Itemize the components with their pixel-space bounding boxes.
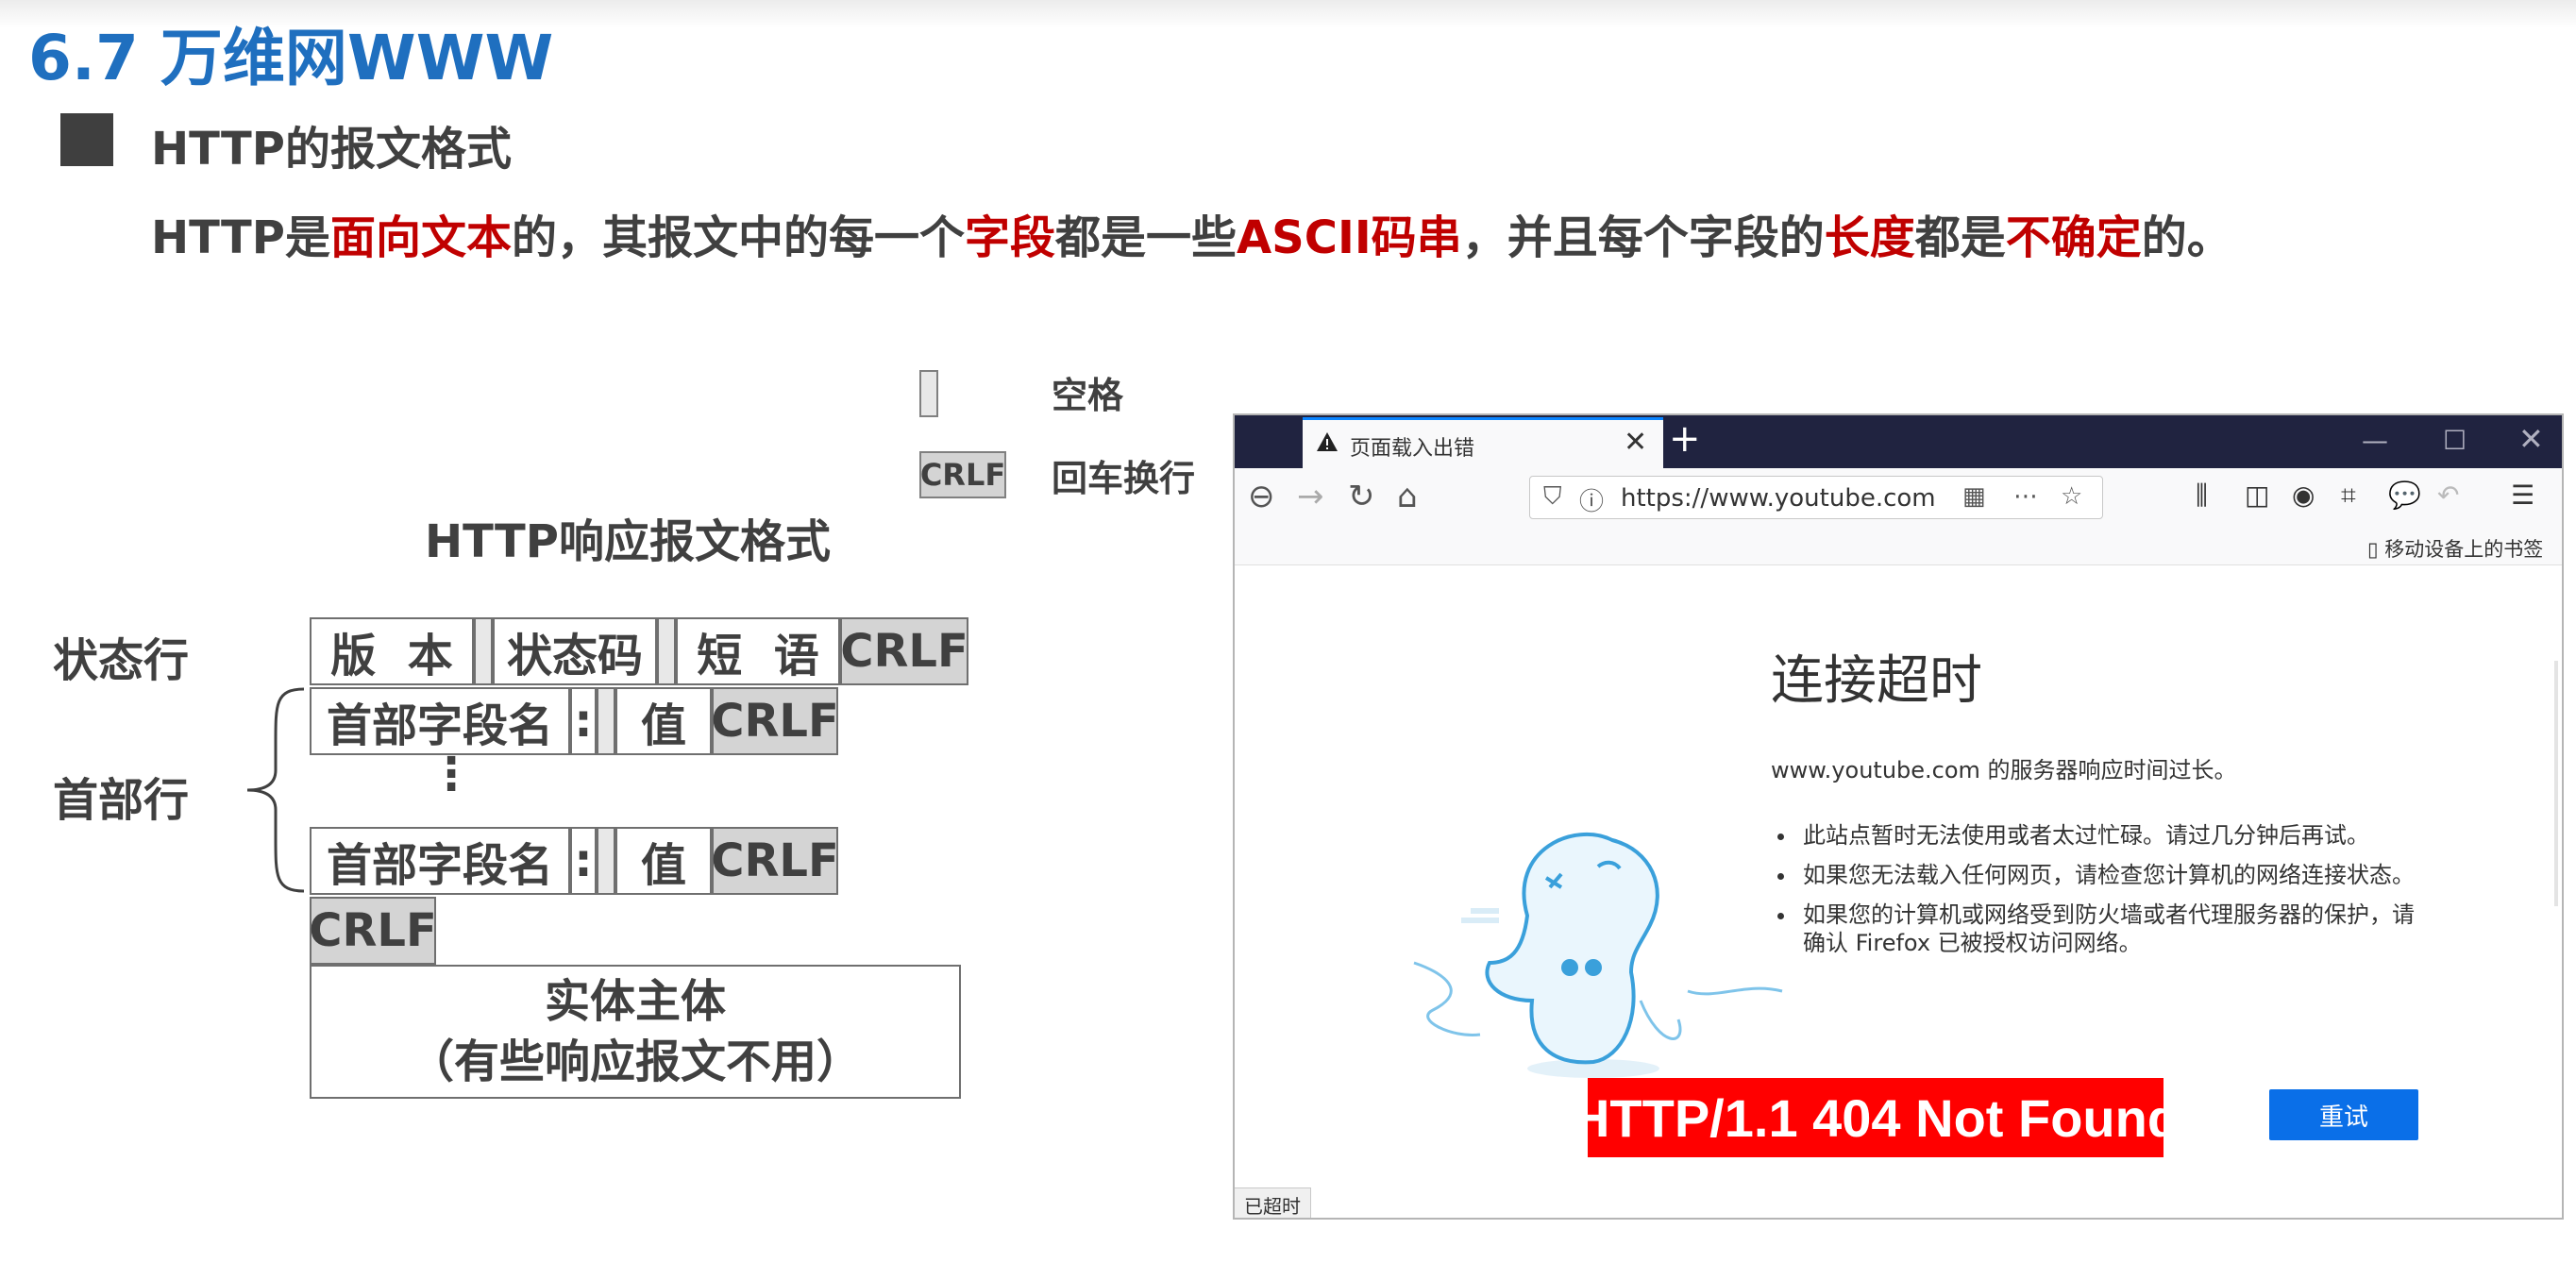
slide-title: 6.7 万维网WWW — [28, 22, 554, 94]
bookmarks-bar: ▯ 移动设备上的书签 — [1235, 527, 2562, 565]
reload-icon[interactable]: ↻ — [1348, 478, 1375, 515]
error-suggestions: 此站点暂时无法使用或者太过忙碌。请过几分钟后再试。 如果您无法载入任何网页，请检… — [1778, 821, 2430, 968]
scrollbar[interactable] — [2554, 661, 2558, 906]
space-cell — [597, 687, 615, 755]
legend-space-label: 空格 — [1052, 375, 1124, 416]
header-name-cell: 首部字段名 — [310, 687, 570, 755]
error-suggestion-item: 如果您无法载入任何网页，请检查您计算机的网络连接状态。 — [1797, 861, 2430, 889]
screenshot-icon[interactable]: ⌗ — [2341, 480, 2356, 511]
bullet-square-icon — [60, 113, 113, 166]
minimize-icon[interactable]: — — [2362, 425, 2388, 456]
legend-crlf-box: CRLF — [919, 451, 1006, 498]
qr-code-icon[interactable]: ▦ — [1962, 482, 1986, 511]
space-cell — [474, 617, 493, 685]
entity-body-title: 实体主体 — [544, 975, 726, 1028]
blank-line-crlf-cell: CRLF — [309, 897, 437, 965]
warning-icon — [1317, 432, 1338, 451]
header-value-cell: 值 — [615, 687, 712, 755]
retry-button[interactable]: 重试 — [2269, 1089, 2418, 1140]
tab-title: 页面载入出错 — [1350, 437, 1475, 461]
mobile-bookmarks-label: 移动设备上的书签 — [2384, 538, 2544, 561]
maximize-icon[interactable]: ☐ — [2443, 425, 2467, 456]
intro-seg: HTTP是 — [151, 211, 330, 264]
intro-emphasis: 面向文本 — [329, 211, 512, 264]
version-cell: 版 本 — [310, 617, 474, 685]
intro-emphasis: 不确定 — [2005, 211, 2142, 264]
intro-seg: 的。 — [2141, 211, 2232, 264]
error-suggestion-item: 此站点暂时无法使用或者太过忙碌。请过几分钟后再试。 — [1797, 821, 2430, 850]
slide-subtitle: HTTP的报文格式 — [151, 123, 512, 176]
tab-page-load-error[interactable]: 页面载入出错 ✕ — [1303, 417, 1663, 468]
header-name-cell: 首部字段名 — [310, 827, 570, 895]
intro-seg: 都是一些 — [1055, 211, 1237, 264]
chat-icon[interactable]: 💬 — [2388, 480, 2421, 511]
intro-text: HTTP是面向文本的，其报文中的每一个字段都是一些ASCII码串，并且每个字段的… — [151, 200, 2232, 266]
space-cell — [597, 827, 615, 895]
browser-window: 页面载入出错 ✕ + — ☐ ✕ ⊖ → ↻ ⌂ ⛉ ⓘ https://www… — [1233, 413, 2564, 1220]
sidebar-icon[interactable]: ◫ — [2245, 480, 2270, 511]
forward-icon[interactable]: → — [1297, 478, 1324, 515]
brace-icon — [246, 687, 305, 893]
entity-body-note: （有些响应报文不用） — [408, 1036, 862, 1088]
legend-space-box — [919, 370, 938, 417]
vertical-ellipsis: ⋮ — [429, 748, 474, 800]
entity-body-box: 实体主体 （有些响应报文不用） — [310, 965, 961, 1099]
info-icon[interactable]: ⓘ — [1579, 488, 1605, 516]
shield-icon[interactable]: ⛉ — [1543, 482, 1562, 511]
header-value-cell: 值 — [615, 827, 712, 895]
intro-seg: 都是 — [1914, 211, 2006, 264]
intro-seg: 的，其报文中的每一个 — [511, 211, 965, 264]
error-title: 连接超时 — [1771, 650, 1982, 712]
crlf-cell: CRLF — [840, 617, 968, 685]
top-band — [0, 0, 2576, 28]
space-cell — [657, 617, 676, 685]
error-suggestion-item: 如果您的计算机或网络受到防火墙或者代理服务器的保护，请确认 Firefox 已被… — [1797, 901, 2430, 957]
tab-bar: 页面载入出错 ✕ + — ☐ ✕ — [1235, 415, 2562, 468]
status-code-cell: 状态码 — [493, 617, 657, 685]
bookmark-star-icon[interactable]: ☆ — [2061, 482, 2083, 511]
dinosaur-illustration — [1413, 832, 1783, 1078]
intro-emphasis: 长度 — [1824, 211, 1915, 264]
status-text: 已超时 — [1235, 1187, 1311, 1218]
back-icon[interactable]: ⊖ — [1248, 478, 1275, 515]
undo-icon[interactable]: ↶ — [2437, 480, 2460, 511]
page-actions-icon[interactable]: ⋯ — [2013, 482, 2038, 511]
account-icon[interactable]: ◉ — [2292, 480, 2315, 511]
intro-emphasis: 字段 — [964, 211, 1055, 264]
crlf-cell: CRLF — [711, 827, 839, 895]
crlf-cell: CRLF — [711, 687, 839, 755]
diagram-title: HTTP响应报文格式 — [425, 515, 831, 568]
url-text[interactable]: https://www.youtube.com — [1621, 484, 1936, 513]
header-row-label: 首部行 — [53, 774, 190, 827]
intro-seg: ，并且每个字段的 — [1461, 211, 1825, 264]
http-status-overlay: HTTP/1.1 404 Not Found — [1572, 1078, 2180, 1157]
home-icon[interactable]: ⌂ — [1397, 478, 1418, 515]
mobile-bookmarks-link[interactable]: ▯ 移动设备上的书签 — [2367, 538, 2544, 561]
window-close-icon[interactable]: ✕ — [2518, 421, 2544, 457]
tab-close-icon[interactable]: ✕ — [1624, 426, 1648, 459]
error-description: www.youtube.com 的服务器响应时间过长。 — [1771, 757, 2237, 783]
phrase-cell: 短 语 — [676, 617, 840, 685]
new-tab-icon[interactable]: + — [1669, 417, 1701, 461]
url-bar[interactable]: ⛉ ⓘ https://www.youtube.com ▦ ⋯ ☆ — [1529, 476, 2103, 519]
library-icon[interactable]: ⫼ — [2196, 480, 2208, 511]
legend-crlf-label: 回车换行 — [1052, 458, 1196, 499]
colon-cell: : — [570, 687, 597, 755]
navigation-bar: ⊖ → ↻ ⌂ ⛉ ⓘ https://www.youtube.com ▦ ⋯ … — [1235, 468, 2562, 528]
intro-emphasis: ASCII码串 — [1237, 211, 1462, 264]
menu-icon[interactable]: ☰ — [2511, 480, 2535, 511]
colon-cell: : — [570, 827, 597, 895]
status-row-label: 状态行 — [53, 634, 190, 687]
